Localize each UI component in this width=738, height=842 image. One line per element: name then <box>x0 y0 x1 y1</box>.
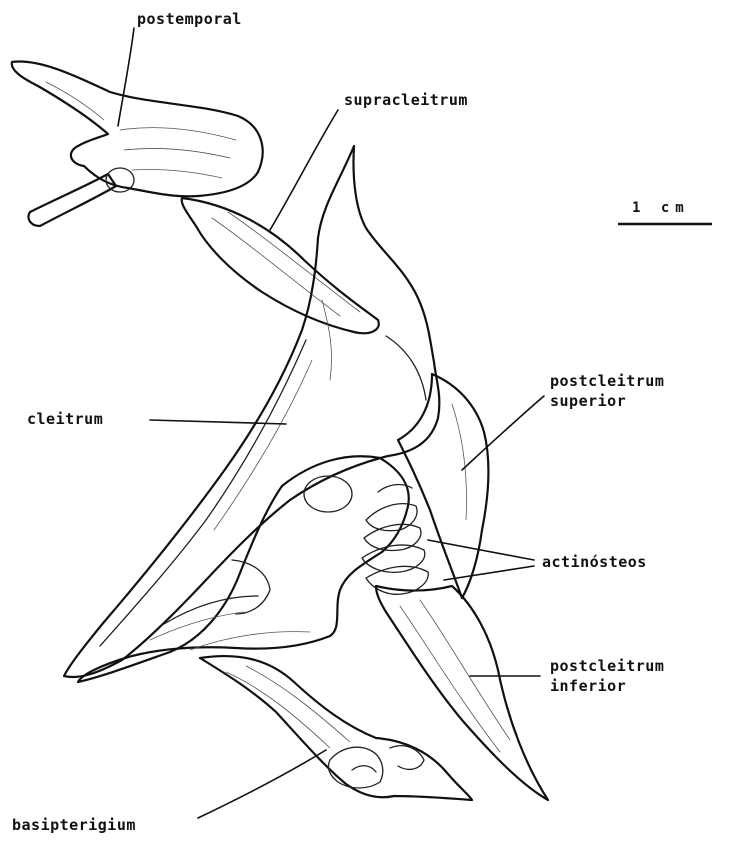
postcleitrum-superior-bone <box>398 374 488 598</box>
label-actinosteos: actinósteos <box>542 553 647 572</box>
label-postcleitrum-superior-line2: superior <box>550 392 626 411</box>
leader-supracleitrum <box>270 110 338 230</box>
label-postcleitrum-inferior-line1: postcleitrum <box>550 657 664 676</box>
postemporal-bone <box>12 61 263 226</box>
leader-actinosteos-2 <box>444 566 534 580</box>
cleitrum-bone <box>64 146 439 677</box>
label-cleitrum: cleitrum <box>27 410 103 429</box>
label-postcleitrum-inferior-line2: inferior <box>550 677 626 696</box>
label-postcleitrum-superior-line1: postcleitrum <box>550 372 664 391</box>
label-basipterigium: basipterigium <box>12 816 136 835</box>
leader-postcleitrum-superior <box>462 396 544 470</box>
supracleitrum-bone <box>182 198 379 333</box>
scale-bar-label: 1 cm <box>632 200 690 216</box>
label-postemporal: postemporal <box>137 10 242 29</box>
leader-postemporal <box>118 28 134 126</box>
actinosteos-bones <box>362 485 428 595</box>
leader-basipterigium <box>198 750 326 818</box>
coracoid-scapula-complex <box>78 456 409 682</box>
label-supracleitrum: supracleitrum <box>344 91 468 110</box>
